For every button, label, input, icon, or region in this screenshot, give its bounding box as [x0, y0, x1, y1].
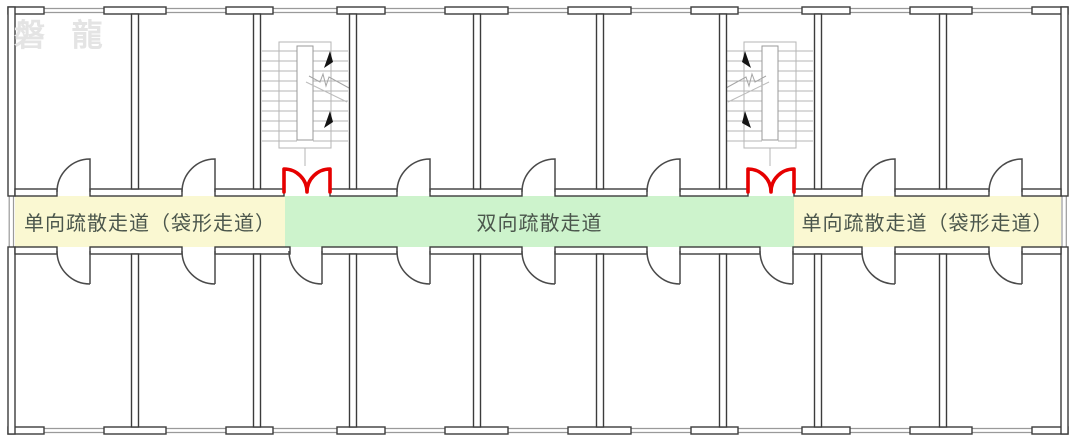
corridor-label-left: 单向疏散走道（袋形走道） — [24, 213, 276, 235]
staircase-right — [725, 41, 813, 166]
corridor-label-center: 双向疏散走道 — [476, 213, 603, 235]
corridor-label-right: 单向疏散走道（袋形走道） — [801, 213, 1054, 235]
corridor-band-right — [794, 196, 1061, 247]
corridor-band-center — [285, 196, 794, 247]
room-door-arcs-top — [56, 158, 1023, 193]
staircase-left — [262, 41, 350, 166]
stair-newel — [761, 45, 779, 141]
watermark: 磐 龍 — [14, 18, 112, 53]
window-lines-bottom — [44, 427, 1032, 434]
stair-direction-arrow — [742, 51, 751, 68]
exit-doors-layer — [282, 167, 796, 194]
stair-break-line — [308, 72, 350, 89]
walls-layer — [7, 6, 1069, 435]
window-lines-top — [44, 7, 1032, 14]
exit-door-right — [746, 167, 796, 194]
corridor-bands — [15, 196, 1061, 247]
room-doors-layer — [56, 158, 1023, 285]
stair-newel — [296, 45, 314, 141]
window-lines-right-end — [1061, 196, 1067, 247]
window-lines-left-end — [8, 196, 15, 247]
windows-layer — [8, 7, 1067, 434]
stair-direction-arrow — [324, 111, 333, 128]
room-door-arcs-bottom — [56, 250, 1023, 285]
stair-direction-arrow — [324, 51, 333, 68]
exit-door-left — [282, 167, 332, 194]
corridor-band-left — [15, 196, 285, 247]
stair-break-line — [725, 72, 767, 89]
stair-direction-arrow — [742, 111, 751, 128]
